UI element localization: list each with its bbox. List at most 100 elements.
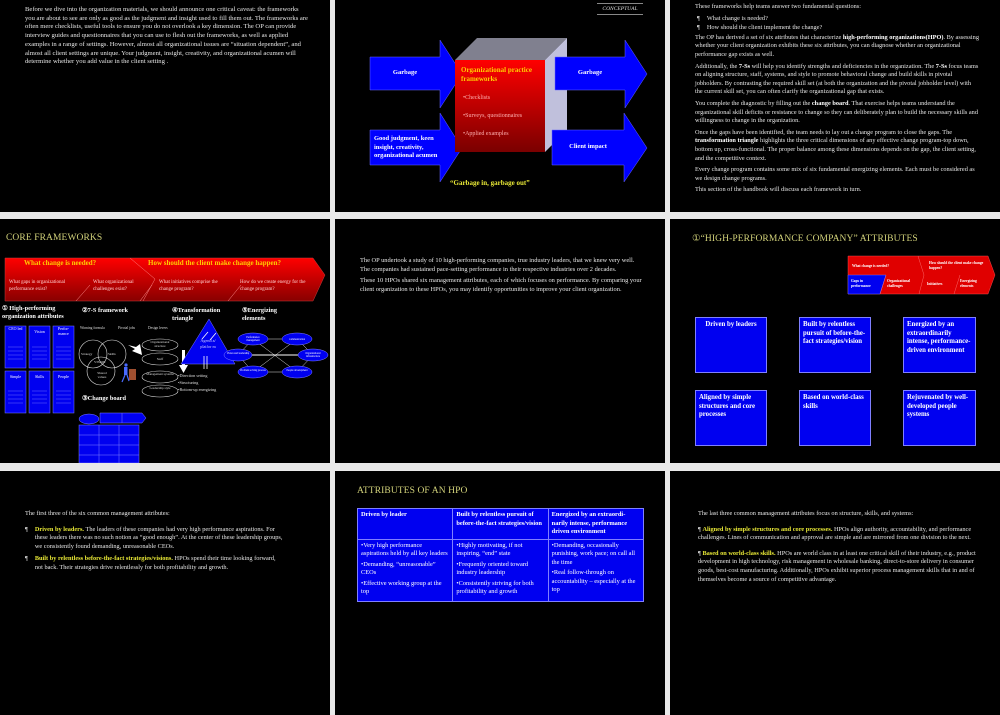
question-text: How should the client implement the chan… bbox=[706, 24, 823, 32]
attribute-item-2: ¶Built by relentless before-the-fact str… bbox=[25, 555, 276, 571]
intro: The first three of the six common manage… bbox=[25, 510, 170, 517]
banner-sub-2: What organizational challenges exist? bbox=[93, 280, 134, 292]
input-arrow-bottom bbox=[369, 112, 463, 183]
mini-step-3[interactable]: Initiatives bbox=[927, 282, 943, 286]
attribute-box-4: Aligned by simple structures and core pr… bbox=[695, 390, 767, 446]
attribute-box-1: Driven by leaders bbox=[695, 317, 767, 373]
seven-s-levers bbox=[141, 338, 179, 398]
caption: “Garbage in, garbage out” bbox=[450, 179, 530, 187]
energizing-4: Organizational infrastructure bbox=[305, 352, 321, 358]
sevens-header-1: Winning formula bbox=[80, 326, 105, 330]
bullet-icon: ¶ bbox=[697, 24, 700, 32]
framework-5-label: ⑤Energizing elements bbox=[242, 307, 278, 322]
core-frameworks-diagram bbox=[4, 257, 329, 463]
intro: These frameworks help teams answer two f… bbox=[695, 3, 861, 10]
sevens-header-2: Pivotal jobs bbox=[118, 326, 136, 330]
intro: The last three common management attribu… bbox=[698, 510, 914, 517]
banner-left-heading: What change is needed? bbox=[24, 259, 97, 267]
slide-title: ATTRIBUTES OF AN HPO bbox=[357, 486, 468, 496]
paragraph-closing: This section of the handbook will discus… bbox=[695, 186, 862, 194]
triangle-bullet-1: •Direction setting bbox=[178, 373, 208, 378]
attribute-item-1: ¶Driven by leaders. The leaders of these… bbox=[25, 525, 283, 550]
arrow-label-garbage-out: Garbage bbox=[577, 69, 603, 76]
paragraph-attributes: These 10 HPOs shared six management attr… bbox=[360, 277, 642, 293]
mini-step-2[interactable]: Organizational challenges bbox=[887, 279, 911, 288]
mini-step-1[interactable]: Gaps in performance bbox=[851, 279, 871, 288]
triangle-bullet-2: •Structuring bbox=[178, 380, 199, 385]
attribute-item-2: ¶ Based on world-class skills. HPOs are … bbox=[698, 549, 976, 583]
column-items: •Very high performance aspirations held … bbox=[356, 538, 454, 602]
down-arrow-icon bbox=[182, 350, 185, 367]
hpo-attributes-table: Driven by leader Built by relentless pur… bbox=[356, 508, 645, 602]
attribute-box-6: Rejuvenated by well-developed people sys… bbox=[903, 390, 976, 446]
pointer-arrow-icon bbox=[128, 344, 142, 355]
slide-thumbnail-9[interactable]: The last three common management attribu… bbox=[670, 471, 1000, 715]
triangle-bullet-3: •Bottom-up energizing bbox=[178, 387, 217, 392]
attribute-item-1: ¶ Aligned by simple structures and core … bbox=[698, 525, 972, 542]
slide-thumbnail-3[interactable]: These frameworks help teams answer two f… bbox=[670, 0, 1000, 212]
paragraph-study: The OP undertook a study of 10 high-perf… bbox=[360, 257, 635, 273]
framework-2-label: ②7-S framework bbox=[82, 307, 129, 314]
sevens-header-3: Design levers bbox=[148, 326, 168, 330]
framework-3-label: ③Change board bbox=[82, 395, 126, 402]
bullet-icon: ¶ bbox=[25, 555, 28, 563]
arrow-label-judgment: Good judgment, keen insight, creativity,… bbox=[374, 135, 438, 159]
slide-thumbnail-2[interactable]: CONCEPTUAL Garbage Good judgment, keen i… bbox=[335, 0, 665, 212]
lever-4: Leadership style bbox=[149, 386, 171, 390]
framework-1-label: ① High-performing organization attribute… bbox=[2, 305, 64, 320]
column-header: Driven by leader bbox=[356, 508, 454, 540]
sevens-strategy: Strategy bbox=[81, 352, 93, 356]
lever-1: Organizational structure bbox=[150, 340, 170, 348]
question-1: ¶ What change is needed? bbox=[697, 15, 980, 24]
output-arrow-bottom bbox=[551, 112, 648, 183]
hpo-study-text: The OP undertook a study of 10 high-perf… bbox=[360, 257, 645, 297]
slide-thumbnail-6[interactable]: ①“HIGH-PERFORMANCE COMPANY” ATTRIBUTES W… bbox=[670, 219, 1000, 463]
energizing-1: Performance management bbox=[246, 336, 260, 342]
banner-sub-4: How do we create energy for the change p… bbox=[240, 280, 306, 292]
question-2: ¶ How should the client implement the cha… bbox=[697, 24, 980, 33]
slide-thumbnail-8[interactable]: ATTRIBUTES OF AN HPO Driven by leader Bu… bbox=[335, 471, 665, 715]
first-three-attributes-text: The first three of the six common manage… bbox=[25, 510, 285, 577]
attribute-box-5: Based on world-class skills bbox=[799, 390, 871, 446]
last-three-attributes-text: The last three common management attribu… bbox=[698, 510, 983, 587]
question-text: What change is needed? bbox=[706, 14, 768, 22]
paragraph-hpo: The OP has derived a set of six attribut… bbox=[695, 33, 979, 58]
slide-thumbnail-1[interactable]: Before we dive into the organization mat… bbox=[0, 0, 330, 212]
banner-divider bbox=[129, 257, 156, 302]
mini-step-4[interactable]: Energizing elements bbox=[960, 279, 977, 288]
paragraph-triangle: Once the gaps have been identified, the … bbox=[695, 128, 976, 162]
paragraph-change-board: You complete the diagnostic by filling o… bbox=[695, 99, 978, 125]
hpo-box-5: Skills bbox=[34, 374, 45, 379]
slide-thumbnail-7[interactable]: The first three of the six common manage… bbox=[0, 471, 330, 715]
mini-banner-left: What change is needed? bbox=[852, 264, 890, 268]
energizing-6: People development bbox=[286, 369, 308, 372]
column-items: •Highly motivating, if not inspiring, “e… bbox=[452, 538, 549, 602]
seven-s-circles bbox=[78, 339, 127, 386]
banner bbox=[4, 257, 326, 302]
paragraph-7s: Additionally, the 7-Ss will help you ide… bbox=[695, 62, 979, 96]
hpo-box-6: People bbox=[58, 374, 69, 379]
attribute-box-2: Built by relentless pursuit of before-th… bbox=[799, 317, 871, 373]
column-header: Energized by an extraordi-narily intense… bbox=[547, 508, 645, 540]
box-item-checklists: •Checklists bbox=[463, 95, 491, 101]
lever-2: Staff bbox=[156, 357, 164, 361]
bullet-icon: ¶ bbox=[698, 525, 701, 533]
slide-thumbnail-5[interactable]: The OP undertook a study of 10 high-perf… bbox=[335, 219, 665, 463]
cube-top bbox=[455, 38, 567, 60]
energizing-3: Vision and leadership bbox=[226, 352, 250, 355]
hpo-box-3: Perfor-mance bbox=[57, 326, 70, 336]
framework-4-label: ④Transformation triangle bbox=[172, 307, 221, 322]
bullet-icon: ¶ bbox=[697, 14, 700, 22]
column-items: •Demanding, occasionally punishing, work… bbox=[547, 538, 645, 602]
sevens-vision: VISION bbox=[94, 360, 106, 364]
column-header: Built by relentless pursuit of before-th… bbox=[452, 508, 549, 540]
slide-title: CORE FRAMEWORKS bbox=[6, 233, 103, 243]
sevens-skills: Skills bbox=[108, 352, 116, 356]
paragraph-energizing: Every change program contains some mix o… bbox=[695, 166, 975, 182]
energizing-5: Problem solving process bbox=[240, 369, 266, 372]
garbage-diagram bbox=[369, 38, 648, 183]
slide-thumbnail-4[interactable]: CORE FRAMEWORKS bbox=[0, 219, 330, 463]
conceptual-tag: CONCEPTUAL bbox=[597, 3, 643, 15]
energizing-ovals bbox=[223, 332, 329, 379]
person-with-cart-icon bbox=[121, 363, 136, 383]
